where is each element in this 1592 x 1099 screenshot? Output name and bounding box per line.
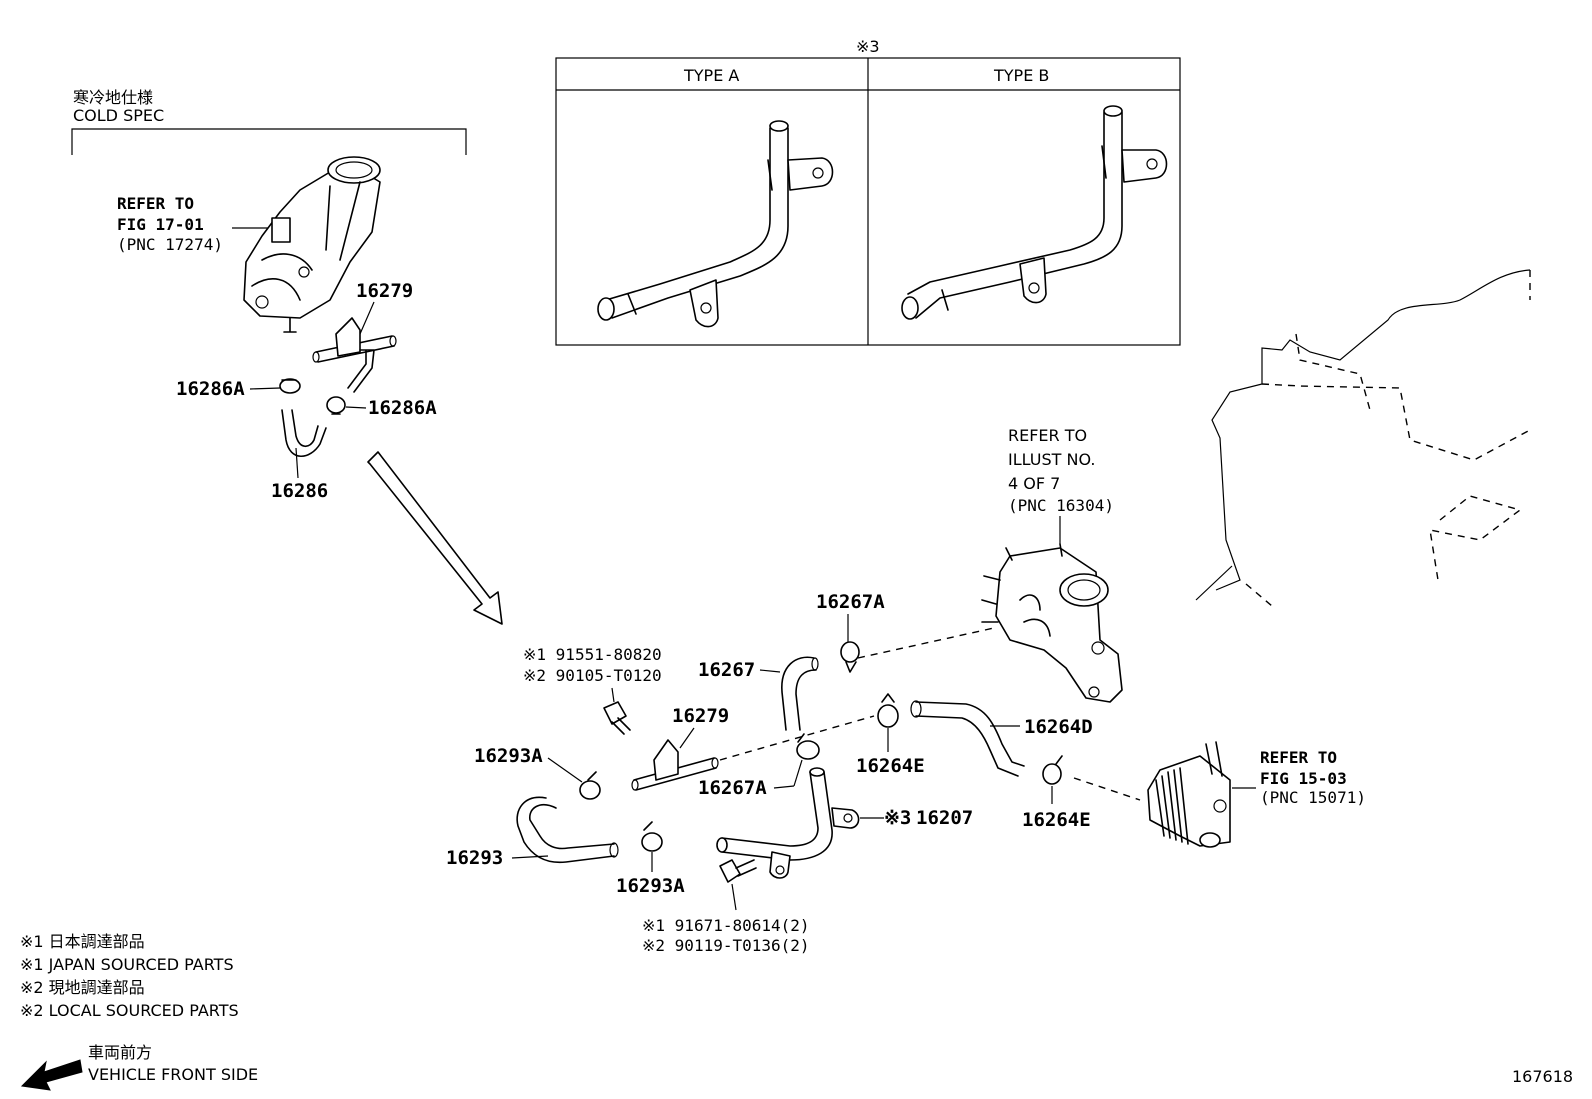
leader-16279-top <box>359 301 375 335</box>
leader-16286a-right <box>345 406 367 409</box>
hose-16286 <box>281 409 327 458</box>
label-16264e-mid: 16264E <box>856 755 925 777</box>
label-16279-mid: 16279 <box>672 705 729 727</box>
type-b-label: TYPE B <box>993 66 1049 85</box>
refer-cooler-line2: FIG 15-03 <box>1260 769 1347 788</box>
oil-cooler-group: REFER TO FIG 15-03 (PNC 15071) <box>1147 741 1366 848</box>
engine-outline <box>1195 269 1531 607</box>
legend-line4: ※2 LOCAL SOURCED PARTS <box>20 1001 239 1020</box>
refer-cooler-line3: (PNC 15071) <box>1260 788 1366 807</box>
view-direction-arrow <box>367 451 503 625</box>
label-16279-top: 16279 <box>356 280 413 302</box>
front-direction: 車両前方 VEHICLE FRONT SIDE <box>20 1043 258 1091</box>
dashed-16264e-to-cooler <box>1073 777 1141 801</box>
label-16293: 16293 <box>446 847 503 869</box>
label-16286: 16286 <box>271 480 328 502</box>
pipe-16279-top <box>312 317 397 393</box>
label-16267: 16267 <box>698 659 755 681</box>
cold-spec-refer-line1: REFER TO <box>117 194 194 213</box>
clamp-16293a-top <box>579 771 601 800</box>
pipe-type-a <box>597 120 834 328</box>
bolt-top-line1: ※1 91551-80820 <box>523 645 662 664</box>
water-outlet-housing <box>243 156 381 333</box>
clamp-16264e-mid <box>877 693 899 728</box>
clamp-16267a-top <box>840 641 860 673</box>
clamp-16267a-mid <box>796 733 820 760</box>
label-16293a-bottom: 16293A <box>616 875 685 897</box>
cold-spec-group: 寒冷地仕様 COLD SPEC REFER TO FIG 17-01 (PNC … <box>71 88 503 625</box>
hose-16267 <box>781 656 817 731</box>
cold-spec-title-en: COLD SPEC <box>73 106 164 125</box>
clamp-16286a-left <box>279 378 301 394</box>
clamp-16264e-right <box>1042 755 1063 785</box>
pipe-16207 <box>716 767 860 879</box>
dashed-16267-to-housing <box>857 627 995 659</box>
type-a-label: TYPE A <box>683 66 739 85</box>
legend-line1: ※1 日本調達部品 <box>20 932 145 951</box>
refer-thermostat-line1: REFER TO <box>1008 426 1087 445</box>
dashed-16279-to-clamp <box>719 715 875 761</box>
refer-thermostat-group: REFER TO ILLUST NO. 4 OF 7 (PNC 16304) <box>857 426 1123 703</box>
oil-cooler <box>1147 741 1231 848</box>
label-16267a-top: 16267A <box>816 591 885 613</box>
pipe-16279-mid <box>631 739 719 791</box>
pipe-type-b <box>901 105 1168 320</box>
clamp-16293a-bottom <box>641 821 663 852</box>
label-16293a-top: 16293A <box>474 745 543 767</box>
main-parts: ※1 91551-80820 ※2 90105-T0120 16267A 162… <box>446 591 1141 955</box>
refer-cooler-line1: REFER TO <box>1260 748 1337 767</box>
front-arrow-icon <box>20 1059 83 1091</box>
leader-16286 <box>295 447 299 479</box>
front-label-en: VEHICLE FRONT SIDE <box>88 1065 258 1084</box>
label-16207-mark: ※3 <box>884 807 911 829</box>
bolt-top-line2: ※2 90105-T0120 <box>523 666 662 685</box>
thermostat-housing <box>981 543 1123 703</box>
hose-16293 <box>516 796 615 864</box>
label-16286a-right: 16286A <box>368 397 437 419</box>
figure-number: 167618 <box>1512 1067 1573 1086</box>
label-16286a-left: 16286A <box>176 378 245 400</box>
front-label-jp: 車両前方 <box>88 1043 152 1062</box>
hose-16264d <box>915 701 1025 777</box>
cold-spec-title-jp: 寒冷地仕様 <box>73 88 153 107</box>
clamp-16286a-right <box>326 396 346 415</box>
label-16264e-right: 16264E <box>1022 809 1091 831</box>
type-box: ※3 TYPE A TYPE B <box>555 37 1181 346</box>
refer-thermostat-line2: ILLUST NO. <box>1008 450 1095 469</box>
legend: ※1 日本調達部品 ※1 JAPAN SOURCED PARTS ※2 現地調達… <box>20 932 239 1020</box>
bolt-top <box>603 701 631 735</box>
cold-spec-bracket <box>71 128 467 155</box>
label-16207: 16207 <box>916 807 973 829</box>
type-box-mark: ※3 <box>856 37 880 56</box>
bolt-bottom <box>719 859 757 883</box>
label-16264d: 16264D <box>1024 716 1093 738</box>
legend-line2: ※1 JAPAN SOURCED PARTS <box>20 955 234 974</box>
label-16267a-mid: 16267A <box>698 777 767 799</box>
refer-thermostat-line3: 4 OF 7 <box>1008 474 1060 493</box>
bolt-bottom-line1: ※1 91671-80614(2) <box>642 916 810 935</box>
leader-16286a-left <box>249 387 281 390</box>
refer-thermostat-line4: (PNC 16304) <box>1008 496 1114 515</box>
legend-line3: ※2 現地調達部品 <box>20 978 145 997</box>
cold-spec-refer-line2: FIG 17-01 <box>117 215 204 234</box>
bolt-bottom-line2: ※2 90119-T0136(2) <box>642 936 810 955</box>
cold-spec-refer-line3: (PNC 17274) <box>117 235 223 254</box>
